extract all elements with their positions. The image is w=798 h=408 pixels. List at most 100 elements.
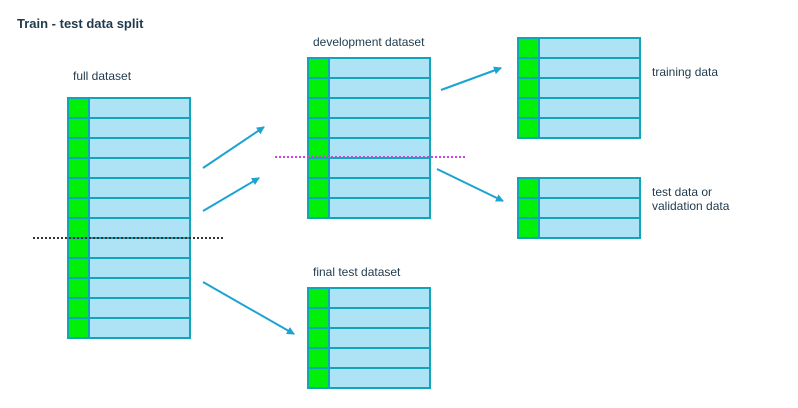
index-cell xyxy=(69,159,90,177)
table-row xyxy=(69,99,189,119)
index-cell xyxy=(309,159,330,177)
index-cell xyxy=(309,369,330,387)
table-row xyxy=(69,239,189,259)
index-cell xyxy=(309,309,330,327)
arrow-dev-to-test xyxy=(436,168,504,202)
data-cell xyxy=(540,179,639,197)
index-cell xyxy=(309,79,330,97)
data-cell xyxy=(330,309,429,327)
table-row xyxy=(69,259,189,279)
development-dataset-label: development dataset xyxy=(313,35,425,49)
data-cell xyxy=(540,99,639,117)
data-cell xyxy=(90,99,189,117)
table-row xyxy=(309,159,429,179)
index-cell xyxy=(69,219,90,237)
data-cell xyxy=(90,239,189,257)
table-row xyxy=(309,59,429,79)
table-row xyxy=(309,79,429,99)
data-cell xyxy=(90,159,189,177)
arrow-full-to-dev-1 xyxy=(202,126,265,169)
data-cell xyxy=(330,99,429,117)
table-row xyxy=(69,159,189,179)
index-cell xyxy=(309,329,330,347)
index-cell xyxy=(309,289,330,307)
index-cell xyxy=(519,59,540,77)
index-cell xyxy=(519,119,540,137)
index-cell xyxy=(309,119,330,137)
data-cell xyxy=(90,219,189,237)
index-cell xyxy=(69,99,90,117)
training-data-table xyxy=(517,37,641,139)
development-dataset-table xyxy=(307,57,431,219)
index-cell xyxy=(519,79,540,97)
table-row xyxy=(309,309,429,329)
table-row xyxy=(309,119,429,139)
index-cell xyxy=(309,99,330,117)
table-row xyxy=(519,219,639,237)
table-row xyxy=(519,79,639,99)
index-cell xyxy=(69,179,90,197)
data-cell xyxy=(540,119,639,137)
data-cell xyxy=(540,199,639,217)
table-row xyxy=(69,179,189,199)
table-row xyxy=(69,199,189,219)
data-cell xyxy=(540,59,639,77)
table-row xyxy=(309,369,429,387)
table-row xyxy=(519,99,639,119)
test-data-table xyxy=(517,177,641,239)
data-cell xyxy=(90,279,189,297)
data-cell xyxy=(540,39,639,57)
data-cell xyxy=(330,349,429,367)
data-cell xyxy=(330,119,429,137)
arrow-full-to-dev-2 xyxy=(202,177,260,212)
table-row xyxy=(309,99,429,119)
data-cell xyxy=(330,59,429,77)
index-cell xyxy=(69,119,90,137)
index-cell xyxy=(309,349,330,367)
index-cell xyxy=(309,199,330,217)
index-cell xyxy=(309,179,330,197)
table-row xyxy=(309,329,429,349)
arrow-dev-to-training xyxy=(440,66,502,91)
full-dataset-table xyxy=(67,97,191,339)
table-row xyxy=(69,219,189,239)
table-row xyxy=(519,59,639,79)
diagram-title: Train - test data split xyxy=(17,16,144,31)
index-cell xyxy=(519,179,540,197)
table-row xyxy=(519,199,639,219)
data-cell xyxy=(330,159,429,177)
table-row xyxy=(309,179,429,199)
final-test-dataset-label: final test dataset xyxy=(313,265,401,279)
data-cell xyxy=(90,319,189,337)
index-cell xyxy=(69,259,90,277)
index-cell xyxy=(519,39,540,57)
table-row xyxy=(309,139,429,159)
data-cell xyxy=(330,329,429,347)
test-data-label-line2: validation data xyxy=(652,199,730,213)
index-cell xyxy=(309,139,330,157)
data-cell xyxy=(540,79,639,97)
data-cell xyxy=(330,79,429,97)
data-cell xyxy=(90,299,189,317)
index-cell xyxy=(69,139,90,157)
table-row xyxy=(69,319,189,337)
table-row xyxy=(309,289,429,309)
index-cell xyxy=(309,59,330,77)
table-row xyxy=(309,349,429,369)
table-row xyxy=(69,279,189,299)
data-cell xyxy=(330,199,429,217)
data-cell xyxy=(540,219,639,237)
index-cell xyxy=(69,199,90,217)
table-row xyxy=(519,179,639,199)
data-cell xyxy=(90,199,189,217)
arrow-full-to-final-test xyxy=(202,281,295,335)
data-cell xyxy=(90,139,189,157)
data-cell xyxy=(90,179,189,197)
data-cell xyxy=(330,179,429,197)
index-cell xyxy=(519,99,540,117)
table-row xyxy=(519,39,639,59)
table-row xyxy=(519,119,639,137)
test-data-label-line1: test data or xyxy=(652,185,713,199)
index-cell xyxy=(519,219,540,237)
data-cell xyxy=(330,369,429,387)
